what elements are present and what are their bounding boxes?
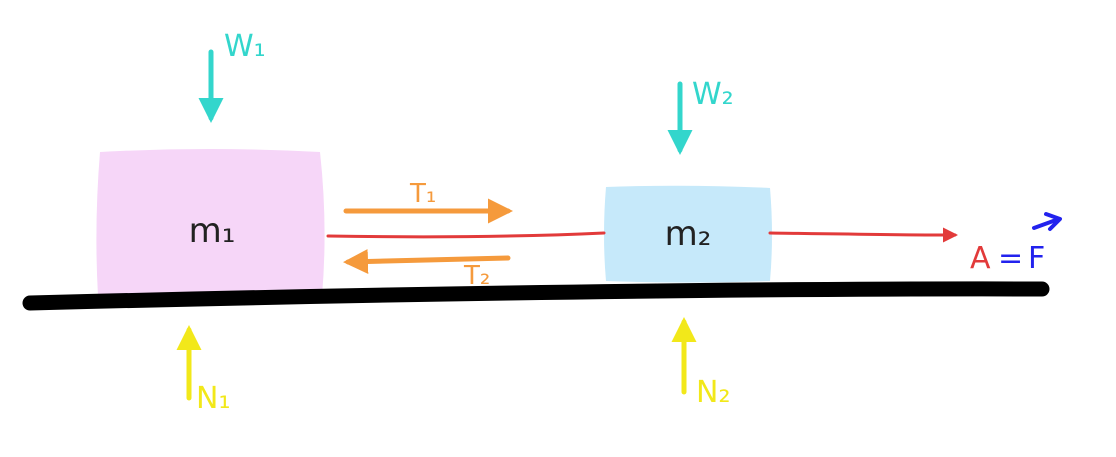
ground-line [22,281,1050,311]
tension-t2-arrow [343,249,511,274]
f-vector-arrowhead-icon [1044,212,1062,231]
block-m1 [96,149,325,298]
block-m1-label: m₁ [189,211,236,251]
normal-n2-label: N₂ [696,375,730,410]
rope-segment-between-blocks [326,231,606,239]
tension-t2-label: T₂ [463,261,490,291]
applied-force-arrow [768,227,958,243]
applied-a-label: A [970,241,991,276]
applied-f-label: F [1028,241,1045,276]
block-m2 [604,185,772,283]
normal-n1-label: N₁ [196,381,230,416]
applied-equals-sign: = [998,241,1023,276]
weight-w2-label: W₂ [692,77,734,112]
block-m2-label: m₂ [665,214,712,254]
tension-t1-label: T₁ [409,179,436,209]
weight-w1-label: W₁ [224,29,266,64]
f-vector-arrow [1032,218,1058,230]
